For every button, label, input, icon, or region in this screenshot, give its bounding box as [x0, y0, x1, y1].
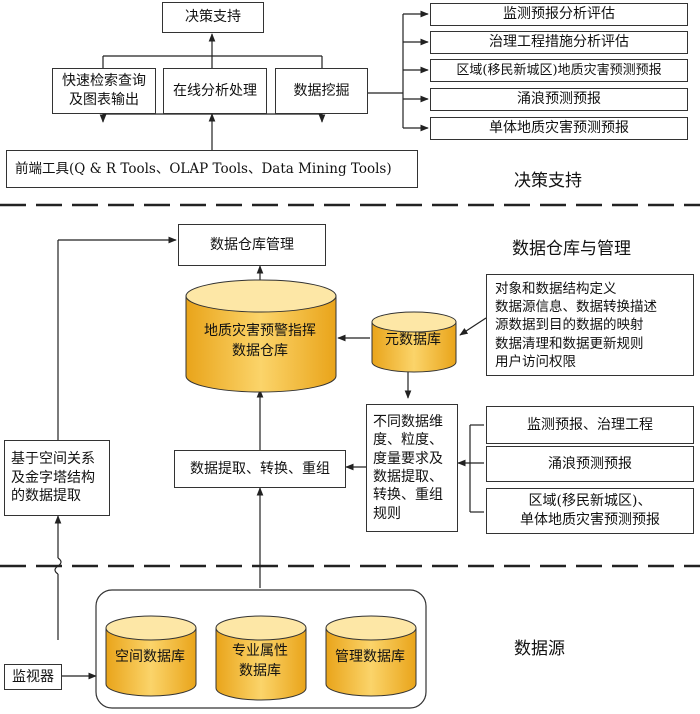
attribute-db-label: 专业属性 数据库 [232, 643, 288, 679]
app-governance-eval: 治理工程措施分析评估 [430, 31, 688, 54]
extraction-rules-box: 不同数据维 度、粒度、 度量要求及 数据提取、 转换、重组 规则 [366, 404, 458, 532]
app-surge-forecast: 涌浪预测预报 [430, 88, 688, 111]
metadata-cylinder [371, 311, 457, 373]
section-label-warehouse: 数据仓库与管理 [512, 239, 631, 259]
spatial-extract-box: 基于空间关系 及金字塔结构 的数据提取 [4, 440, 110, 516]
spatial-db-cylinder [105, 615, 197, 697]
monitor-box: 监视器 [4, 664, 62, 690]
attribute-db-cylinder [215, 615, 307, 701]
main-warehouse-label: 地质灾害预警指挥 数据仓库 [204, 323, 316, 359]
section-label-sources: 数据源 [514, 639, 565, 659]
req-regional-single: 区域(移民新城区)、 单体地质灾害预测预报 [486, 488, 694, 534]
decision-connectors [99, 10, 429, 150]
tool-quick-query: 快速检索查询 及图表输出 [52, 68, 156, 114]
req-monitoring-governance: 监测预报、治理工程 [486, 406, 694, 444]
tool-olap: 在线分析处理 [163, 68, 267, 114]
data-source-container [95, 589, 427, 709]
management-db-label: 管理数据库 [335, 649, 405, 666]
management-db-cylinder [325, 615, 417, 697]
app-regional-forecast: 区域(移民新城区)地质灾害预测预报 [430, 59, 688, 82]
metadata-description-box: 对象和数据结构定义 数据源信息、数据转换描述 源数据到目的数据的映射 数据清理和… [486, 274, 694, 376]
warehouse-cylinder [185, 279, 337, 393]
warehouse-management-box: 数据仓库管理 [178, 224, 326, 266]
metadata-db-label: 元数据库 [385, 332, 441, 349]
section-label-decision: 决策支持 [514, 171, 582, 191]
app-single-forecast: 单体地质灾害预测预报 [430, 117, 688, 140]
extract-transform-box: 数据提取、转换、重组 [174, 450, 346, 488]
frontend-tools-box: 前端工具(Q & R Tools、OLAP Tools、Data Mining … [6, 150, 418, 188]
decision-support-box: 决策支持 [162, 2, 264, 33]
spatial-db-label: 空间数据库 [115, 649, 185, 666]
req-surge-forecast: 涌浪预测预报 [486, 446, 694, 482]
app-monitoring-eval: 监测预报分析评估 [430, 3, 688, 26]
warehouse-connectors [54, 236, 487, 680]
tool-data-mining: 数据挖掘 [275, 68, 368, 114]
